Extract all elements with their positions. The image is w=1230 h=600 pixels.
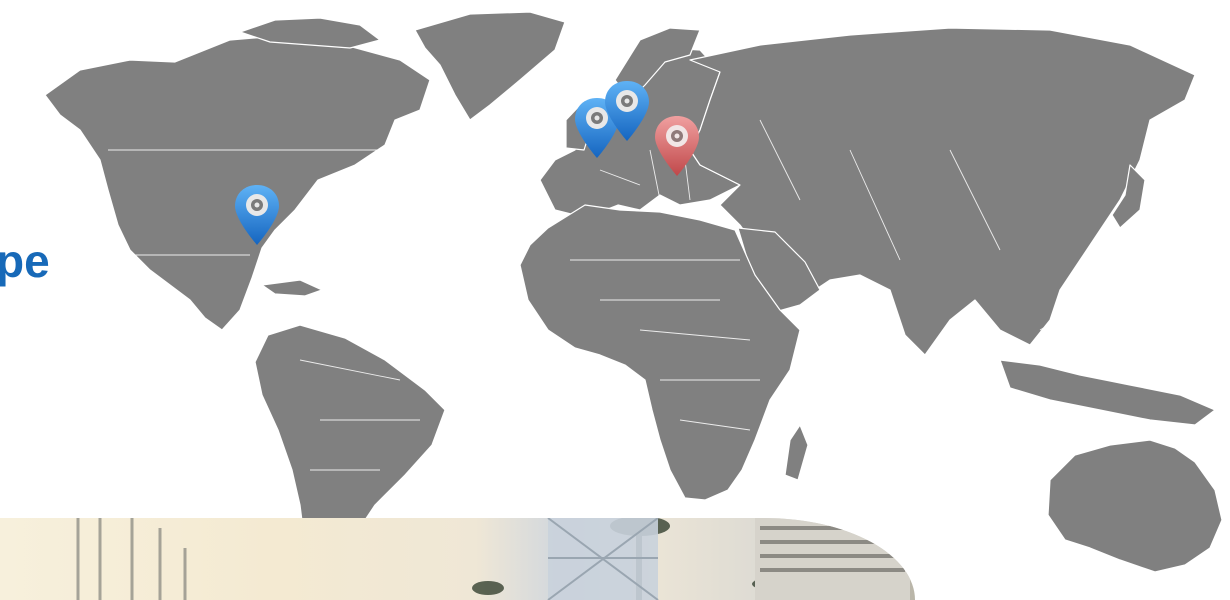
asia-landmass (689, 27, 1196, 356)
location-pin-icon (605, 81, 649, 141)
marker-central-europe[interactable] (602, 79, 652, 143)
japan-landmass (1111, 164, 1146, 229)
indonesia-islands (999, 359, 1216, 426)
location-pin-icon (235, 185, 279, 245)
marker-usa-southeast[interactable] (232, 183, 282, 247)
city-photo (76, 518, 910, 600)
country-borders (108, 119, 1091, 471)
arctic-islands (239, 17, 381, 49)
madagascar-landmass (784, 424, 809, 481)
australia-landmass (1047, 439, 1223, 573)
city-photo-strip (0, 518, 915, 600)
page-headline: pe (0, 235, 50, 287)
caribbean-islands (261, 279, 323, 297)
marker-eastern-europe[interactable] (652, 114, 702, 178)
africa-landmass (519, 204, 801, 501)
greenland-landmass (414, 11, 566, 121)
location-pin-icon (655, 116, 699, 176)
